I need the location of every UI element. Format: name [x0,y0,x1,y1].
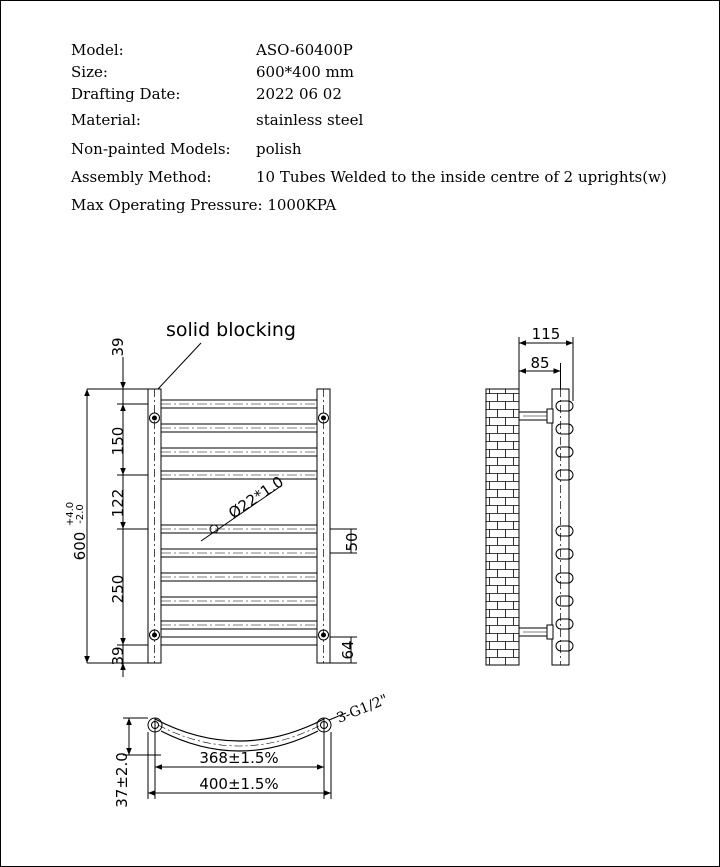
tubes [160,399,318,646]
dim-115: 115 [532,325,561,343]
wall [485,388,520,666]
top-view [123,712,347,799]
side-view-labels: 115 85 [530,325,560,372]
dim-top-39: 39 [109,337,127,356]
dim-right-64: 64 [339,640,357,659]
dim-85: 85 [530,354,549,372]
dim-37: 37±2.0 [113,752,131,808]
dim-400: 400±1.5% [199,775,278,793]
dim-150: 150 [109,427,127,456]
side-view [485,337,574,666]
tolerance-minus: -2.0 [75,504,86,524]
front-view [84,342,357,677]
left-upright [147,388,162,664]
dim-122: 122 [109,489,127,518]
callout-solid-blocking: solid blocking [166,319,296,341]
dim-right-50: 50 [343,532,361,551]
bracket-icon [149,412,329,641]
right-upright [316,388,331,664]
dim-bottom-39: 39 [109,646,127,665]
dim-250: 250 [109,575,127,604]
dim-height-600: 600 [71,532,89,561]
tube-diameter: Ø22*1.0 [225,473,287,523]
tolerance-plus: +4.0 [65,502,76,526]
thread-spec: 3-G1/2" [335,692,391,727]
tube-ends [555,400,574,652]
dim-368: 368±1.5% [199,749,278,767]
